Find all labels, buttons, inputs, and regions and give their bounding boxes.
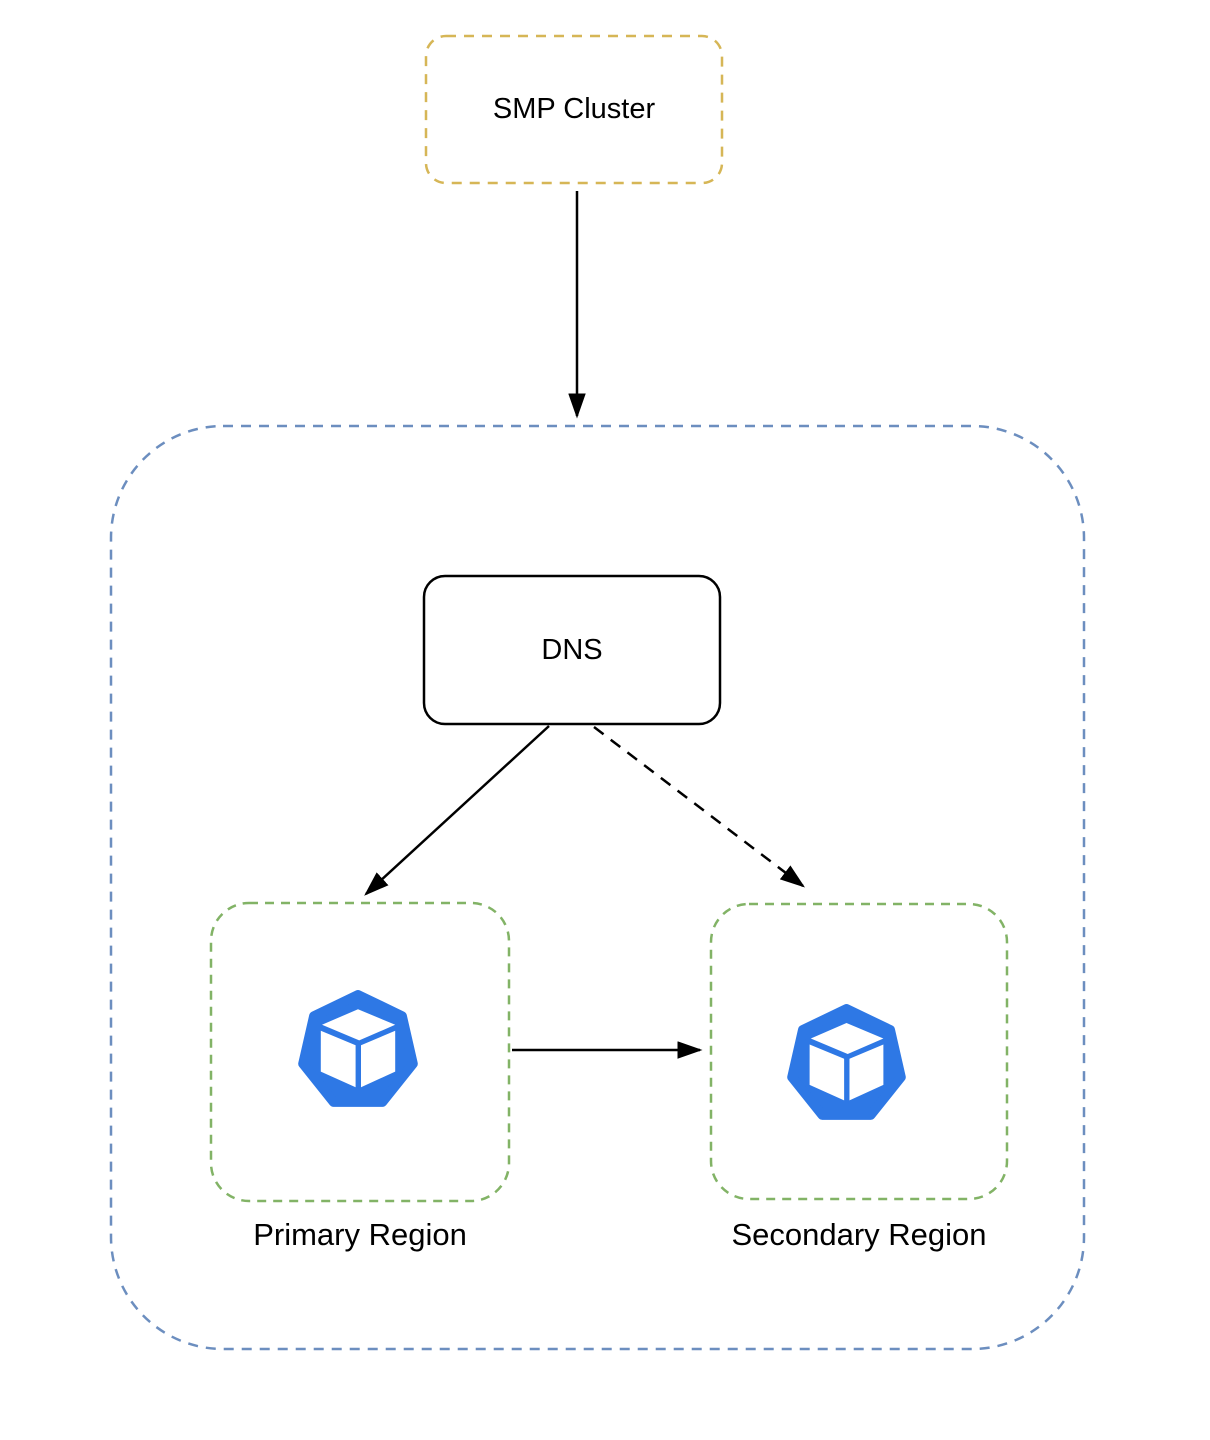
smp-cluster-label: SMP Cluster	[492, 93, 656, 126]
smp-cluster-node	[424, 34, 724, 185]
dns-label: DNS	[541, 633, 603, 666]
dns-to-primary-arrow	[364, 725, 550, 896]
primary-region-box	[209, 901, 511, 1203]
primary-region-label: Primary Region	[253, 1217, 467, 1252]
dns-node	[422, 574, 722, 726]
secondary-region-box	[709, 902, 1009, 1201]
dns-container-boundary	[109, 424, 1086, 1351]
workload-cube-icon	[787, 1004, 906, 1120]
workload-cube-icon	[298, 990, 418, 1107]
secondary-region-label: Secondary Region	[731, 1217, 987, 1252]
dns-to-secondary-arrow	[593, 726, 805, 888]
